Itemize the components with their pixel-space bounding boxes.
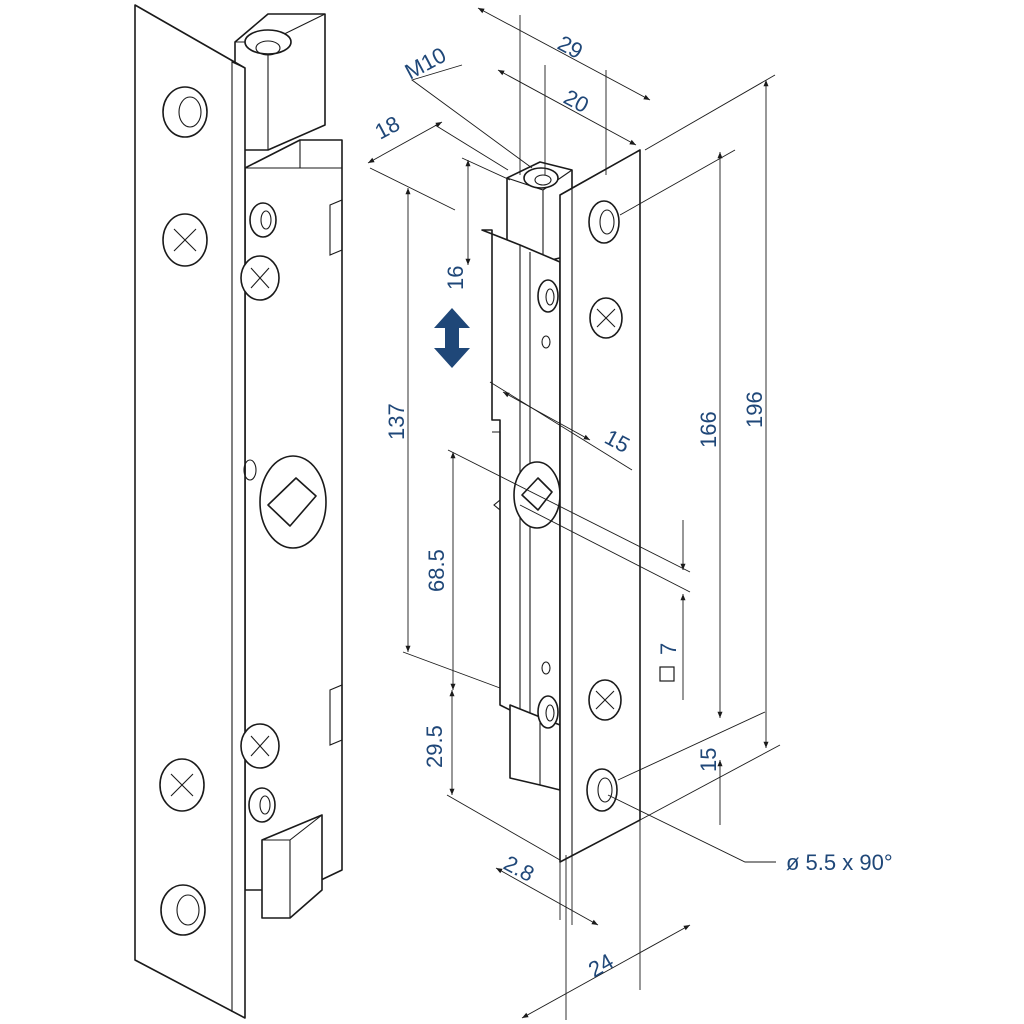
left-body-screw-top	[240, 255, 280, 301]
double-vertical-arrow-icon	[434, 308, 470, 368]
dim-label-16: 16	[443, 266, 468, 290]
left-body-screw-bottom	[240, 723, 280, 769]
dim-label-68-5: 68.5	[424, 549, 449, 592]
right-faceplate-hole-top	[588, 200, 620, 244]
dim-label-29: 29	[554, 30, 587, 64]
right-faceplate-hole-bottom	[586, 768, 618, 812]
dim-label-m10: M10	[401, 42, 451, 84]
dimension-labels: 29 20 M10 18 16 137 15 68.5 166 196 7 29…	[371, 30, 893, 982]
left-body-slot-top	[249, 202, 277, 238]
left-spindle-hub	[243, 455, 327, 549]
left-faceplate-screw-top	[162, 213, 208, 267]
dim-label-18: 18	[371, 111, 404, 145]
left-bolt-thread-hole	[244, 29, 292, 55]
right-faceplate-screw-top	[589, 297, 623, 339]
left-faceplate-hole-bottom	[160, 884, 206, 936]
right-body-slot-top	[537, 279, 559, 349]
left-bottom-bolt	[261, 814, 323, 919]
dim-label-hole: ø 5.5 x 90°	[786, 850, 893, 875]
left-faceplate	[134, 4, 246, 1019]
dim-label-20: 20	[560, 84, 593, 118]
left-spindle-square	[267, 477, 317, 527]
dim-label-166: 166	[696, 411, 721, 448]
left-part-view	[134, 4, 343, 1019]
right-part-view	[481, 149, 641, 863]
square-icon	[659, 666, 675, 682]
left-faceplate-screw-bottom	[159, 758, 205, 812]
right-spindle-square	[521, 477, 553, 511]
dim-label-137: 137	[384, 403, 409, 440]
left-faceplate-hole-top	[162, 86, 208, 138]
right-faceplate-screw-bottom	[588, 679, 622, 721]
dim-label-2-8: 2.8	[500, 850, 539, 886]
dim-label-7: 7	[656, 643, 681, 655]
dim-label-24: 24	[584, 948, 618, 982]
dim-label-15-low: 15	[696, 748, 721, 772]
right-body-slot-bottom	[537, 661, 559, 729]
left-body-slot-bottom	[248, 787, 276, 823]
dim-label-196: 196	[742, 391, 767, 428]
dimension-lines	[367, 7, 781, 1020]
dim-label-29-5: 29.5	[422, 725, 447, 768]
